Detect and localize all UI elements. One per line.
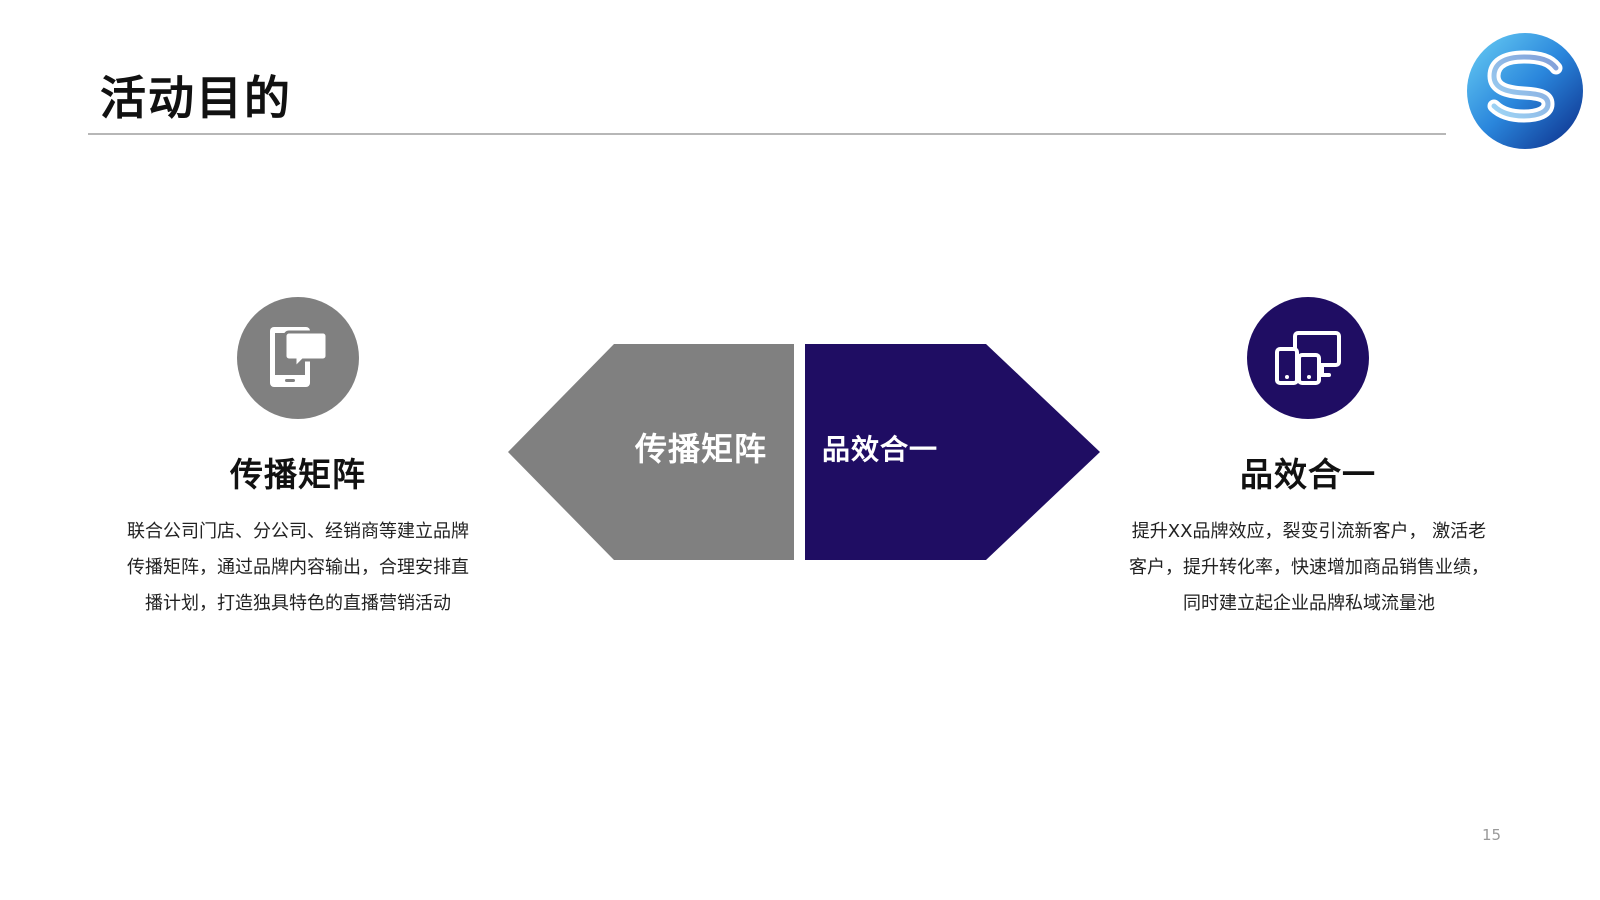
left-arrow-label: 传播矩阵	[634, 430, 767, 468]
s-logo-icon	[1464, 30, 1586, 152]
slide-title: 活动目的	[100, 71, 292, 125]
description-line: 同时建立起企业品牌私域流量池	[1183, 593, 1435, 614]
title-divider	[88, 133, 1446, 135]
multi-device-icon	[1247, 297, 1369, 419]
description-line: 提升XX品牌效应，裂变引流新客户， 激活老	[1131, 521, 1487, 542]
right-arrow-label: 品效合一	[822, 433, 939, 466]
description-line: 联合公司门店、分公司、经销商等建立品牌	[127, 521, 469, 542]
feature-heading-left: 传播矩阵	[230, 455, 366, 494]
description-line: 传播矩阵，通过品牌内容输出，合理安排直	[127, 557, 469, 578]
page-number: 15	[1482, 826, 1502, 844]
left-arrow-shape	[508, 344, 794, 560]
feature-description-right: 提升XX品牌效应，裂变引流新客户， 激活老 客户，提升转化率，快速增加商品销售业…	[1104, 514, 1514, 622]
feature-heading-right: 品效合一	[1240, 455, 1376, 494]
tablet-chat-icon	[237, 297, 359, 419]
right-arrow-shape	[805, 344, 1100, 560]
feature-description-left: 联合公司门店、分公司、经销商等建立品牌 传播矩阵，通过品牌内容输出，合理安排直 …	[98, 514, 498, 622]
description-line: 客户，提升转化率，快速增加商品销售业绩，	[1129, 557, 1489, 578]
description-line: 播计划，打造独具特色的直播营销活动	[145, 593, 451, 614]
center-arrow-graphic: 传播矩阵 品效合一	[508, 344, 1100, 560]
